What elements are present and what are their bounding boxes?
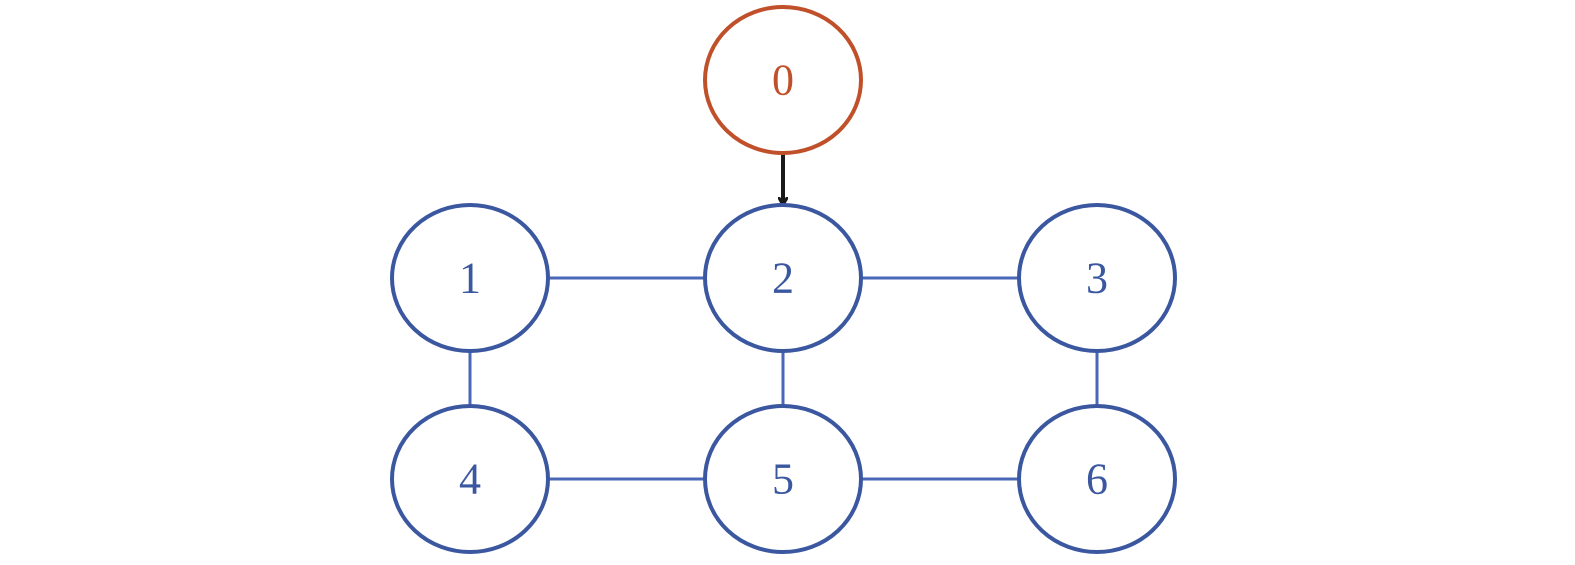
node-circle <box>390 404 550 554</box>
edges-layer <box>468 153 1099 481</box>
node-label: 4 <box>459 455 481 504</box>
node-5: 5 <box>703 404 863 554</box>
node-label: 3 <box>1086 254 1108 303</box>
node-4: 4 <box>390 404 550 554</box>
node-circle <box>703 203 863 353</box>
node-label: 0 <box>772 56 794 105</box>
node-circle <box>1017 404 1177 554</box>
node-label: 6 <box>1086 455 1108 504</box>
node-circle <box>703 404 863 554</box>
node-label: 2 <box>772 254 794 303</box>
node-circle <box>1017 203 1177 353</box>
node-1: 1 <box>390 203 550 353</box>
nodes-layer: 0 1 2 3 4 5 6 <box>390 5 1177 554</box>
node-circle <box>703 5 863 155</box>
node-3: 3 <box>1017 203 1177 353</box>
node-6: 6 <box>1017 404 1177 554</box>
node-0: 0 <box>703 5 863 155</box>
node-circle <box>390 203 550 353</box>
node-label: 1 <box>459 254 481 303</box>
node-label: 5 <box>772 455 794 504</box>
node-2: 2 <box>703 203 863 353</box>
